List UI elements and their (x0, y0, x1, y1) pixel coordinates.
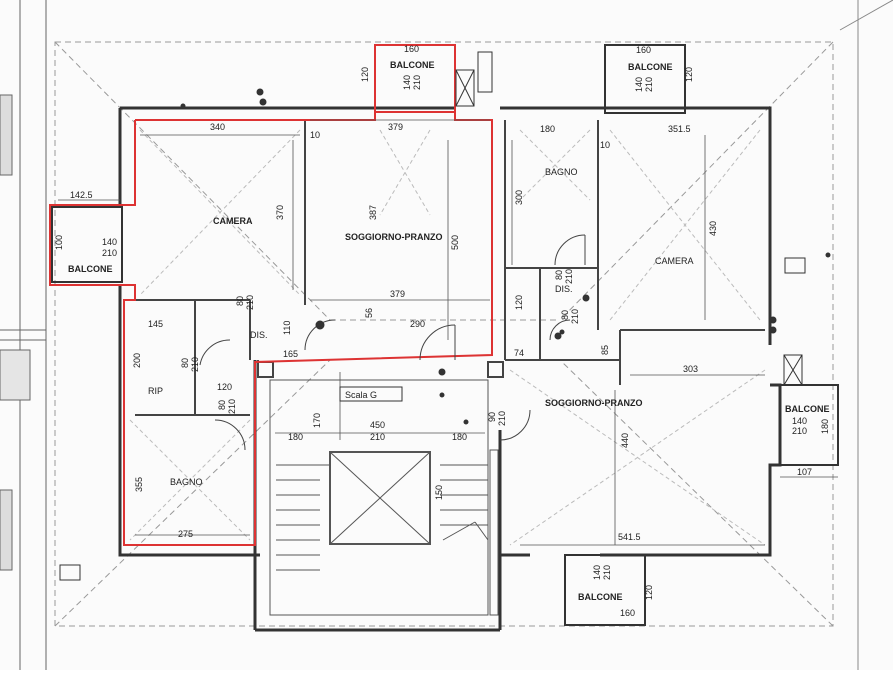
dim-110: 110 (282, 321, 292, 335)
room-label-camera-right: CAMERA (655, 256, 694, 266)
balcony-top-center-width: 160 (404, 44, 419, 54)
balcony-right-h2: 210 (792, 426, 807, 436)
balcony-right-label: BALCONE (785, 404, 830, 414)
balcony-top-right-side: 120 (684, 67, 694, 82)
dim-340: 340 (210, 122, 225, 132)
balcony-left-side: 100 (54, 235, 64, 250)
stair-label: Scala G (345, 390, 377, 400)
door-dim-210a: 210 (245, 295, 255, 310)
dim-85: 85 (600, 345, 610, 355)
room-label-rip: RIP (148, 386, 163, 396)
door-dim-80b: 80 (554, 270, 564, 280)
left-border-building (0, 0, 47, 670)
balcony-left-label: BALCONE (68, 264, 113, 274)
roof-outline (54, 41, 834, 627)
room-label-camera-left: CAMERA (213, 216, 253, 226)
door-swings (199, 234, 586, 451)
dim-120b: 120 (217, 382, 232, 392)
dim-10b: 10 (600, 140, 610, 150)
dim-180c: 180 (452, 432, 467, 442)
room-label-soggiorno-right: SOGGIORNO-PRANZO (545, 398, 643, 408)
door-dim-80d: 80 (217, 400, 227, 410)
dim-210: 210 (370, 432, 385, 442)
outer-walls (118, 106, 782, 632)
interior-walls (135, 120, 765, 416)
door-dim-210b: 210 (564, 269, 574, 284)
door-dim-210e: 210 (497, 411, 507, 426)
dim-120a: 120 (514, 295, 524, 310)
door-dim-210f: 210 (570, 309, 580, 324)
staircase (269, 379, 499, 616)
door-dim-80c: 80 (180, 358, 190, 368)
fixtures (59, 51, 831, 581)
balcony-top-center-h2: 210 (412, 75, 422, 90)
balcony-top-right-h2: 210 (644, 77, 654, 92)
balcony-right-side: 180 (820, 419, 830, 434)
dim-170: 170 (312, 413, 322, 428)
dim-500: 500 (450, 235, 460, 250)
balcony-top-right-label: BALCONE (628, 62, 673, 72)
dim-150: 150 (434, 485, 444, 500)
dim-370: 370 (275, 205, 285, 220)
balcony-bottom-width: 160 (620, 608, 635, 618)
room-label-bagno-top: BAGNO (545, 167, 578, 177)
balcony-left-width: 142.5 (70, 190, 93, 200)
balcony-bottom-side: 120 (644, 585, 654, 600)
room-label-bagno-bottom: BAGNO (170, 477, 203, 487)
dim-145: 145 (148, 319, 163, 329)
balcony-top-center-side: 120 (360, 67, 370, 82)
balcony-top-right-h1: 140 (634, 77, 644, 92)
dim-180b: 180 (288, 432, 303, 442)
balcony-right-h1: 140 (792, 416, 807, 426)
dim-430: 430 (708, 221, 718, 236)
dim-275: 275 (178, 529, 193, 539)
balcony-left-h2: 210 (102, 248, 117, 258)
balcony-outlines (51, 44, 839, 626)
dim-290: 290 (410, 319, 425, 329)
balcony-bottom-label: BALCONE (578, 592, 623, 602)
door-dim-210c: 210 (190, 357, 200, 372)
dim-56: 56 (364, 308, 374, 318)
balcony-bottom-h2: 210 (602, 565, 612, 580)
dim-541: 541.5 (618, 532, 641, 542)
dim-303: 303 (683, 364, 698, 374)
door-dim-90: 90 (487, 412, 497, 422)
room-diagonals (129, 129, 766, 546)
dim-200: 200 (132, 353, 142, 368)
balcony-top-center-h1: 140 (402, 75, 412, 90)
dim-74: 74 (514, 348, 524, 358)
dim-450: 450 (370, 420, 385, 430)
dim-379b: 379 (390, 289, 405, 299)
balcony-left-h1: 140 (102, 237, 117, 247)
dim-355: 355 (134, 477, 144, 492)
room-label-soggiorno-left: SOGGIORNO-PRANZO (345, 232, 443, 242)
dim-379a: 379 (388, 122, 403, 132)
highlighted-unit (49, 44, 493, 546)
dim-351: 351.5 (668, 124, 691, 134)
dim-165: 165 (283, 349, 298, 359)
dim-300: 300 (514, 190, 524, 205)
door-dim-210d: 210 (227, 399, 237, 414)
balcony-top-center-label: BALCONE (390, 60, 435, 70)
dim-387: 387 (368, 205, 378, 220)
dimension-lines (58, 119, 838, 546)
right-border-building (839, 0, 893, 670)
balcony-right-width: 107 (797, 467, 812, 477)
door-dim-80e: 80 (560, 310, 570, 320)
scala-label-box (339, 386, 403, 402)
balcony-bottom-h1: 140 (592, 565, 602, 580)
dim-440: 440 (620, 433, 630, 448)
door-dim-80a: 80 (235, 296, 245, 306)
room-label-dis-right: DIS. (555, 284, 573, 294)
dim-180a: 180 (540, 124, 555, 134)
dim-10a: 10 (310, 130, 320, 140)
balcony-top-right-width: 160 (636, 45, 651, 55)
room-label-dis-left: DIS. (250, 330, 268, 340)
